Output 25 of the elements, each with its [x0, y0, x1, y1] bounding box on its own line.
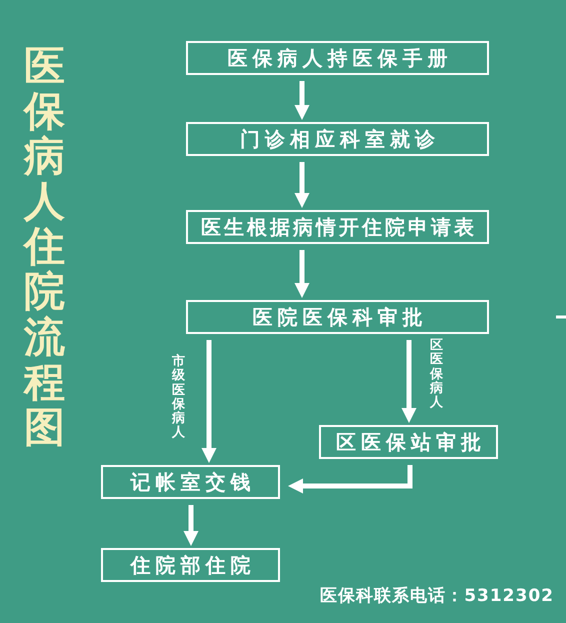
step-label: 医保病人持医保手册: [226, 46, 452, 70]
process-box: [101, 465, 280, 499]
process-box: [186, 122, 489, 156]
arrow: [288, 465, 412, 494]
vertical-title: 医保病人住院流程图: [24, 44, 65, 450]
step-label: 记帐室交钱: [129, 470, 256, 494]
arrow: [294, 162, 310, 208]
arrow: [402, 340, 416, 423]
process-box: [186, 300, 489, 334]
step-label: 区医保站审批: [335, 430, 486, 454]
arrow: [294, 250, 310, 298]
step-label: 门诊相应科室就诊: [239, 127, 440, 151]
step-label: 医院医保科审批: [252, 305, 428, 329]
arrow: [202, 340, 216, 463]
process-box: [101, 548, 280, 582]
step-label: 医生根据病情开住院申请表: [200, 215, 477, 239]
arrow: [294, 81, 310, 120]
step-label: 住院部住院: [129, 553, 256, 577]
edge-label: 市级医保病人: [172, 355, 185, 441]
process-box: [186, 41, 489, 75]
process-box: [186, 210, 489, 244]
edge-label: 区医保病人: [430, 339, 443, 410]
process-box: [319, 425, 498, 459]
arrow: [184, 505, 198, 546]
contact-note: 医保科联系电话：5312302: [320, 585, 554, 607]
